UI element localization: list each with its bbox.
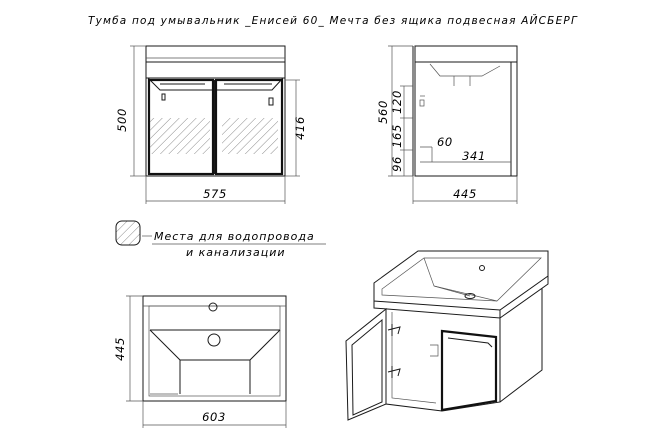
legend: Места для водопровода и канализации <box>115 220 326 259</box>
front-view: 500 416 575 <box>115 45 307 204</box>
door-height-dimension: 416 <box>293 116 307 140</box>
dim-96: 96 <box>390 156 404 172</box>
dim-341: 341 <box>462 149 486 163</box>
drawing-title: Тумба под умывальник _Енисей 60_ Мечта б… <box>88 14 578 27</box>
plumbing-zone-left <box>150 118 210 154</box>
hatch-swatch <box>115 220 141 246</box>
front-height-dimension: 500 <box>115 108 129 132</box>
side-total-height-dimension: 560 <box>376 100 390 124</box>
side-depth-dimension: 445 <box>453 187 477 201</box>
isometric-view <box>345 250 549 421</box>
top-view: 445 603 <box>113 295 287 428</box>
top-width-dimension: 603 <box>202 410 226 424</box>
plumbing-zone-right <box>222 118 278 154</box>
top-depth-dimension: 445 <box>113 337 127 361</box>
dim-120: 120 <box>390 90 404 114</box>
front-width-dimension: 575 <box>203 187 227 201</box>
dim-60: 60 <box>437 135 453 149</box>
dim-165: 165 <box>390 124 404 148</box>
legend-line-1: Места для водопровода <box>154 230 315 243</box>
legend-line-2: и канализации <box>186 246 286 259</box>
side-view: 60 341 560 120 165 96 445 <box>376 45 518 204</box>
